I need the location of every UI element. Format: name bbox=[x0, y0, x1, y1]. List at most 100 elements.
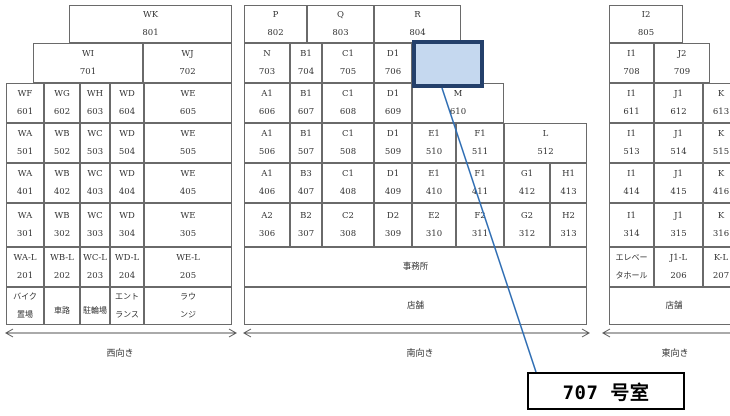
unit-801[interactable]: WK 801 bbox=[69, 5, 232, 43]
unit-name: WB bbox=[54, 210, 70, 221]
unit-702[interactable]: WJ 702 bbox=[143, 43, 232, 83]
ground-facility: 駐輪場 bbox=[80, 287, 110, 325]
unit-name: WC bbox=[87, 128, 103, 139]
unit-number: 510 bbox=[425, 147, 443, 157]
unit-701[interactable]: WI 701 bbox=[33, 43, 143, 83]
facility-label: ンジ bbox=[180, 310, 196, 319]
highlighted-room-707[interactable] bbox=[412, 40, 484, 88]
direction-west: 西向き bbox=[106, 348, 134, 359]
unit-number: 506 bbox=[258, 147, 276, 157]
unit-name: Q bbox=[337, 9, 344, 20]
unit-512[interactable]: L 512 bbox=[504, 123, 587, 163]
unit-name: I1 bbox=[627, 168, 636, 179]
unit-number: 302 bbox=[53, 229, 71, 239]
unit-name: L bbox=[542, 128, 549, 139]
unit-number: 709 bbox=[673, 67, 691, 77]
unit-number: 607 bbox=[297, 107, 315, 117]
unit-name: WB bbox=[54, 128, 70, 139]
unit-number: 602 bbox=[53, 107, 71, 117]
unit-805[interactable]: I2 805 bbox=[609, 5, 683, 43]
unit-number: 705 bbox=[339, 67, 357, 77]
unit-number: 408 bbox=[339, 187, 357, 197]
direction-south: 南向き bbox=[406, 348, 434, 359]
unit-name: WA-L bbox=[13, 252, 37, 263]
unit-number: 512 bbox=[537, 147, 554, 157]
unit-302[interactable]: WB 302 bbox=[44, 203, 80, 247]
unit-number: 505 bbox=[179, 147, 197, 157]
unit-name: WI bbox=[81, 48, 95, 59]
unit-number: 203 bbox=[86, 271, 104, 281]
